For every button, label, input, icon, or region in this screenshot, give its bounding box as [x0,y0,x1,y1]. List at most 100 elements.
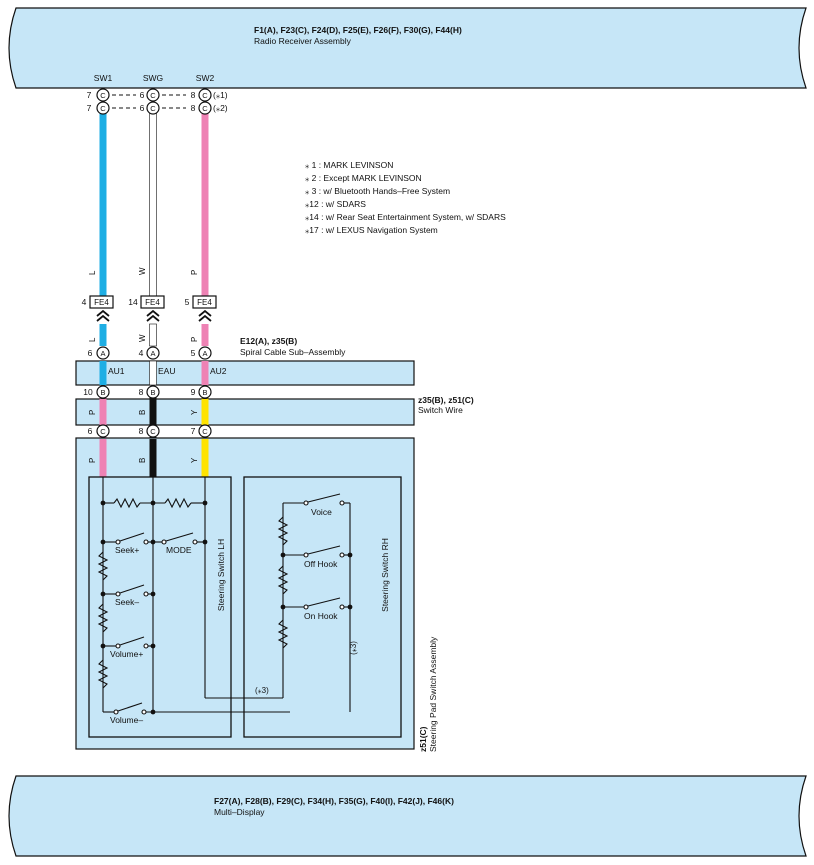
pin-number: 10 [83,387,93,397]
pin-connector: C [150,91,156,100]
note-line: ⁎ 3 : w/ Bluetooth Hands–Free System [305,186,450,196]
notes-list: ⁎ 1 : MARK LEVINSON ⁎ 2 : Except MARK LE… [305,160,506,235]
wire-color-label: P [190,270,199,275]
wire-color-label: W [138,267,147,275]
pin-number: 8 [191,90,196,100]
pin-number: 8 [139,426,144,436]
radio-receiver-banner: F1(A), F23(C), F24(D), F25(E), F26(F), F… [8,7,807,89]
signal-au2: AU2 [210,366,227,376]
note-line: ⁎ 1 : MARK LEVINSON [305,160,393,170]
pin-connector: C [100,91,106,100]
spiral-cable-connectors: E12(A), z35(B) [240,336,297,346]
junction-fe4: 4 FE4 14 FE4 5 FE4 [82,295,217,322]
assembly-name: Steering Pad Switch Assembly [428,636,438,752]
switch-label: On Hook [304,611,338,621]
note-line: ⁎14 : w/ Rear Seat Entertainment System,… [305,212,506,222]
switch-wire: P B Y z35(B), z51(C) Switch Wire 6 C 8 C… [75,395,474,438]
wire-color-label: Y [190,457,199,463]
switch-label: Volume– [110,715,143,725]
pin-number: 6 [140,103,145,113]
wire-color-label: P [190,337,199,342]
terminal-sw2: SW2 [196,73,215,83]
switch-label: Seek+ [115,545,139,555]
display-name: Multi–Display [214,807,265,817]
pin-number: 8 [139,387,144,397]
radio-name: Radio Receiver Assembly [254,36,352,46]
pin-connector: A [202,349,207,358]
switch-label: Voice [311,507,332,517]
terminal-sw1: SW1 [94,73,113,83]
wire-color-label: L [88,337,97,342]
pin-number: 7 [87,103,92,113]
junction-pin: 14 [128,297,138,307]
multi-display-banner: F27(A), F28(B), F29(C), F34(H), F35(G), … [8,775,807,857]
steering-pad-assembly: P B Y Steering Switch LH Steering Switch… [75,437,438,752]
rh-note: (⁎3) [349,641,358,655]
switch-lh-label: Steering Switch LH [216,539,226,611]
pin-note: (⁎1) [213,90,228,100]
junction-name: FE4 [145,298,160,307]
terminal-swg: SWG [143,73,163,83]
signal-au1: AU1 [108,366,125,376]
switch-wire-connectors: z35(B), z51(C) [418,395,474,405]
pin-number: 6 [140,90,145,100]
switch-label: Off Hook [304,559,338,569]
pin-number: 9 [191,387,196,397]
pin-connector: C [150,104,156,113]
pin-number: 7 [87,90,92,100]
rh-switches [303,493,345,610]
radio-pin-row-2: 7 C 6 C 8 C (⁎2) [87,101,228,115]
spiral-cable-name: Spiral Cable Sub–Assembly [240,347,346,357]
junction-pin: 4 [82,297,87,307]
pin-connector: A [150,349,155,358]
rh-junction-dots [280,552,353,610]
lh-switches [103,532,205,715]
pin-number: 6 [88,348,93,358]
note-line: ⁎12 : w/ SDARS [305,199,366,209]
display-connectors: F27(A), F28(B), F29(C), F34(H), F35(G), … [214,796,454,806]
radio-pin-row-1: 7 C 6 C 8 C (⁎1) [87,88,228,102]
pin-connector: A [100,349,105,358]
pin-number: 7 [191,426,196,436]
wire-color-label: P [88,410,97,415]
pin-number: 6 [88,426,93,436]
assembly-connector: z51(C) [418,726,428,752]
wire-color-label: L [88,270,97,275]
switch-rh-label: Steering Switch RH [380,538,390,612]
pin-connector: C [150,427,156,436]
junction-name: FE4 [197,298,212,307]
switch-rh-box [243,476,402,738]
pin-connector: B [100,388,105,397]
pin-connector: C [100,427,106,436]
junction-name: FE4 [94,298,109,307]
note-line: ⁎ 2 : Except MARK LEVINSON [305,173,422,183]
spiral-cable: E12(A), z35(B) Spiral Cable Sub–Assembly… [75,336,415,399]
wire-color-label: B [138,410,147,415]
junction-pin: 5 [185,297,190,307]
pin-number: 8 [191,103,196,113]
pin-connector: C [202,91,208,100]
pin-connector: C [100,104,106,113]
lh-junction-dots [100,500,208,715]
pin-connector: B [150,388,155,397]
pin-number: 4 [139,348,144,358]
pin-connector: C [202,427,208,436]
wire-color-label: Y [190,409,199,415]
note-line: ⁎17 : w/ LEXUS Navigation System [305,225,438,235]
signal-eau: EAU [158,366,175,376]
wire-color-label: B [138,458,147,463]
bridge-note: (⁎3) [255,686,269,695]
switch-wire-name: Switch Wire [418,405,463,415]
wire-color-label: P [88,458,97,463]
pin-connector: B [202,388,207,397]
radio-connectors: F1(A), F23(C), F24(D), F25(E), F26(F), F… [254,25,462,35]
pin-number: 5 [191,348,196,358]
switch-label: MODE [166,545,192,555]
wire-color-label: W [138,334,147,342]
switch-label: Volume+ [110,649,143,659]
switch-lh-box [88,476,232,738]
pin-note: (⁎2) [213,103,228,113]
pin-connector: C [202,104,208,113]
switch-label: Seek– [115,597,139,607]
